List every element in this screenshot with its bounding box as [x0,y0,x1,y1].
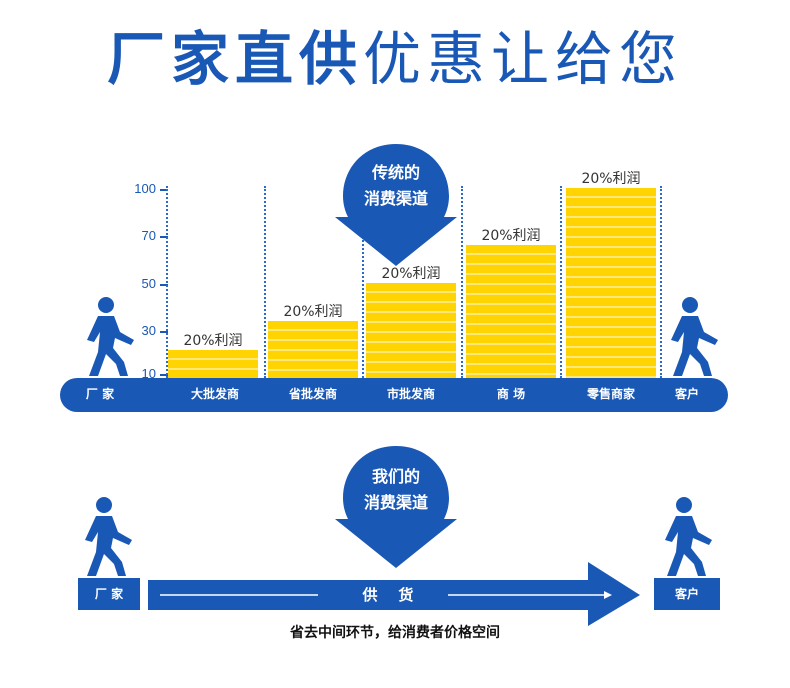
stage-label: 零售商家 [586,387,635,401]
ours-badge-text: 我们的 消费渠道 [333,464,459,516]
profit-label: 20%利润 [381,266,441,282]
separator-line [660,186,662,378]
traditional-badge-line2: 消费渠道 [363,189,428,208]
supply-arrow [148,562,640,626]
stage-label: 省批发商 [288,387,337,401]
caption: 省去中间环节，给消费者价格空间 [290,625,500,641]
chart-bar [366,283,456,378]
profit-label: 20%利润 [183,332,243,349]
chart-bar [566,188,656,378]
y-tick-100: 100 [134,181,156,196]
walking-person-icon [87,297,134,376]
traditional-badge-line1: 传统的 [371,163,420,182]
y-tick-mark [160,189,168,191]
separator-line [362,240,364,378]
start-label: 厂 家 [85,387,115,401]
end-label: 客户 [674,387,699,401]
chart-bar [466,245,556,378]
y-tick-50: 50 [141,276,156,291]
walking-person-icon [671,297,718,376]
factory-box: 厂 家 [78,578,140,610]
y-tick-mark [160,374,168,376]
down-arrow-badge-icon [335,446,457,568]
stage-label: 市批发商 [386,387,435,401]
channel-baseline [60,378,728,412]
walking-person-icon [665,497,712,576]
page-title: 厂家直供优惠让给您 [0,20,790,98]
separator-line [264,186,266,378]
separator-line [461,186,463,378]
separator-line [560,186,562,378]
traditional-badge-text: 传统的 消费渠道 [333,160,459,212]
y-tick-mark [160,236,168,238]
chart-bar [268,321,358,378]
profit-label: 20%利润 [283,304,343,320]
title-thin: 优惠让给您 [363,25,684,93]
y-tick-10: 10 [141,366,156,381]
supply-label: 供 货 [362,586,414,604]
y-tick-mark [160,331,168,333]
profit-label: 20%利润 [481,228,541,244]
profit-label: 20%利润 [581,171,641,187]
y-tick-mark [160,284,168,286]
down-arrow-badge-icon [335,144,457,266]
title-bold: 厂家直供 [106,25,363,93]
stage-label: 商 场 [496,387,526,401]
axis-line [166,186,168,378]
ours-badge-line1: 我们的 [371,467,420,486]
stage-label: 大批发商 [190,387,239,401]
y-tick-30: 30 [141,323,156,338]
chart-bar [168,349,258,378]
customer-box: 客户 [654,578,720,610]
walking-person-icon [85,497,132,576]
ours-badge-line2: 消费渠道 [363,493,428,512]
y-tick-70: 70 [141,228,156,243]
